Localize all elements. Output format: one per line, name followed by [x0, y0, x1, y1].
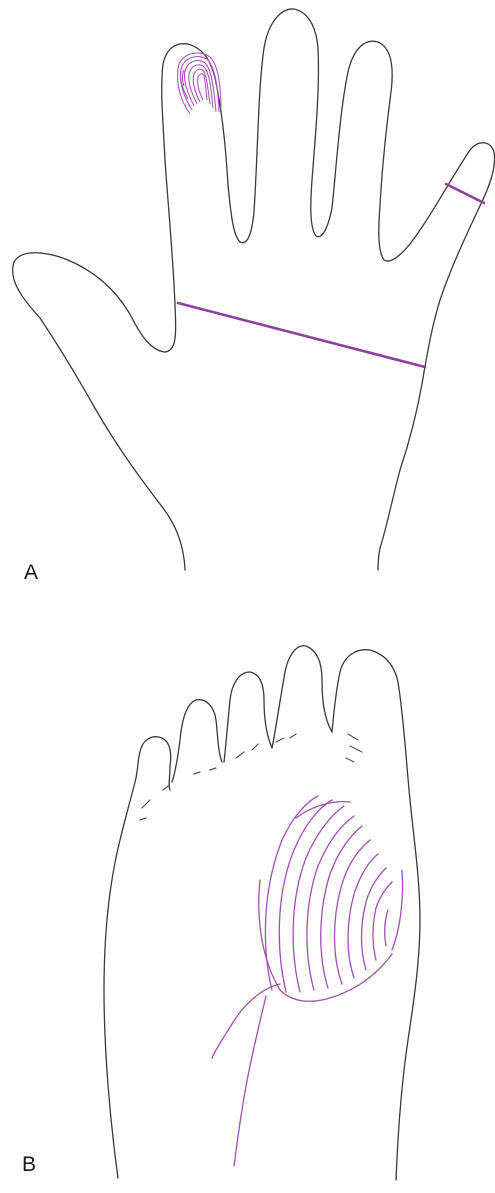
panel-label-a: A — [24, 561, 38, 585]
finger-width-line — [446, 184, 484, 203]
foot-drawing — [104, 646, 420, 1180]
arch-lines — [212, 984, 280, 1166]
fingerprint-icon — [177, 53, 221, 114]
hand-drawing — [13, 9, 495, 570]
toe-2-outline — [172, 700, 222, 782]
foot-outline-right — [396, 682, 420, 1180]
sole-whorl-pattern — [259, 796, 403, 1001]
toe-3-outline — [224, 672, 272, 762]
panel-label-b: B — [22, 1153, 36, 1177]
toe-4-outline — [272, 646, 332, 748]
foot-outline-left — [104, 737, 171, 1178]
hand-outline — [13, 9, 495, 570]
palm-width-line — [178, 303, 425, 367]
big-toe-outline — [332, 650, 398, 732]
